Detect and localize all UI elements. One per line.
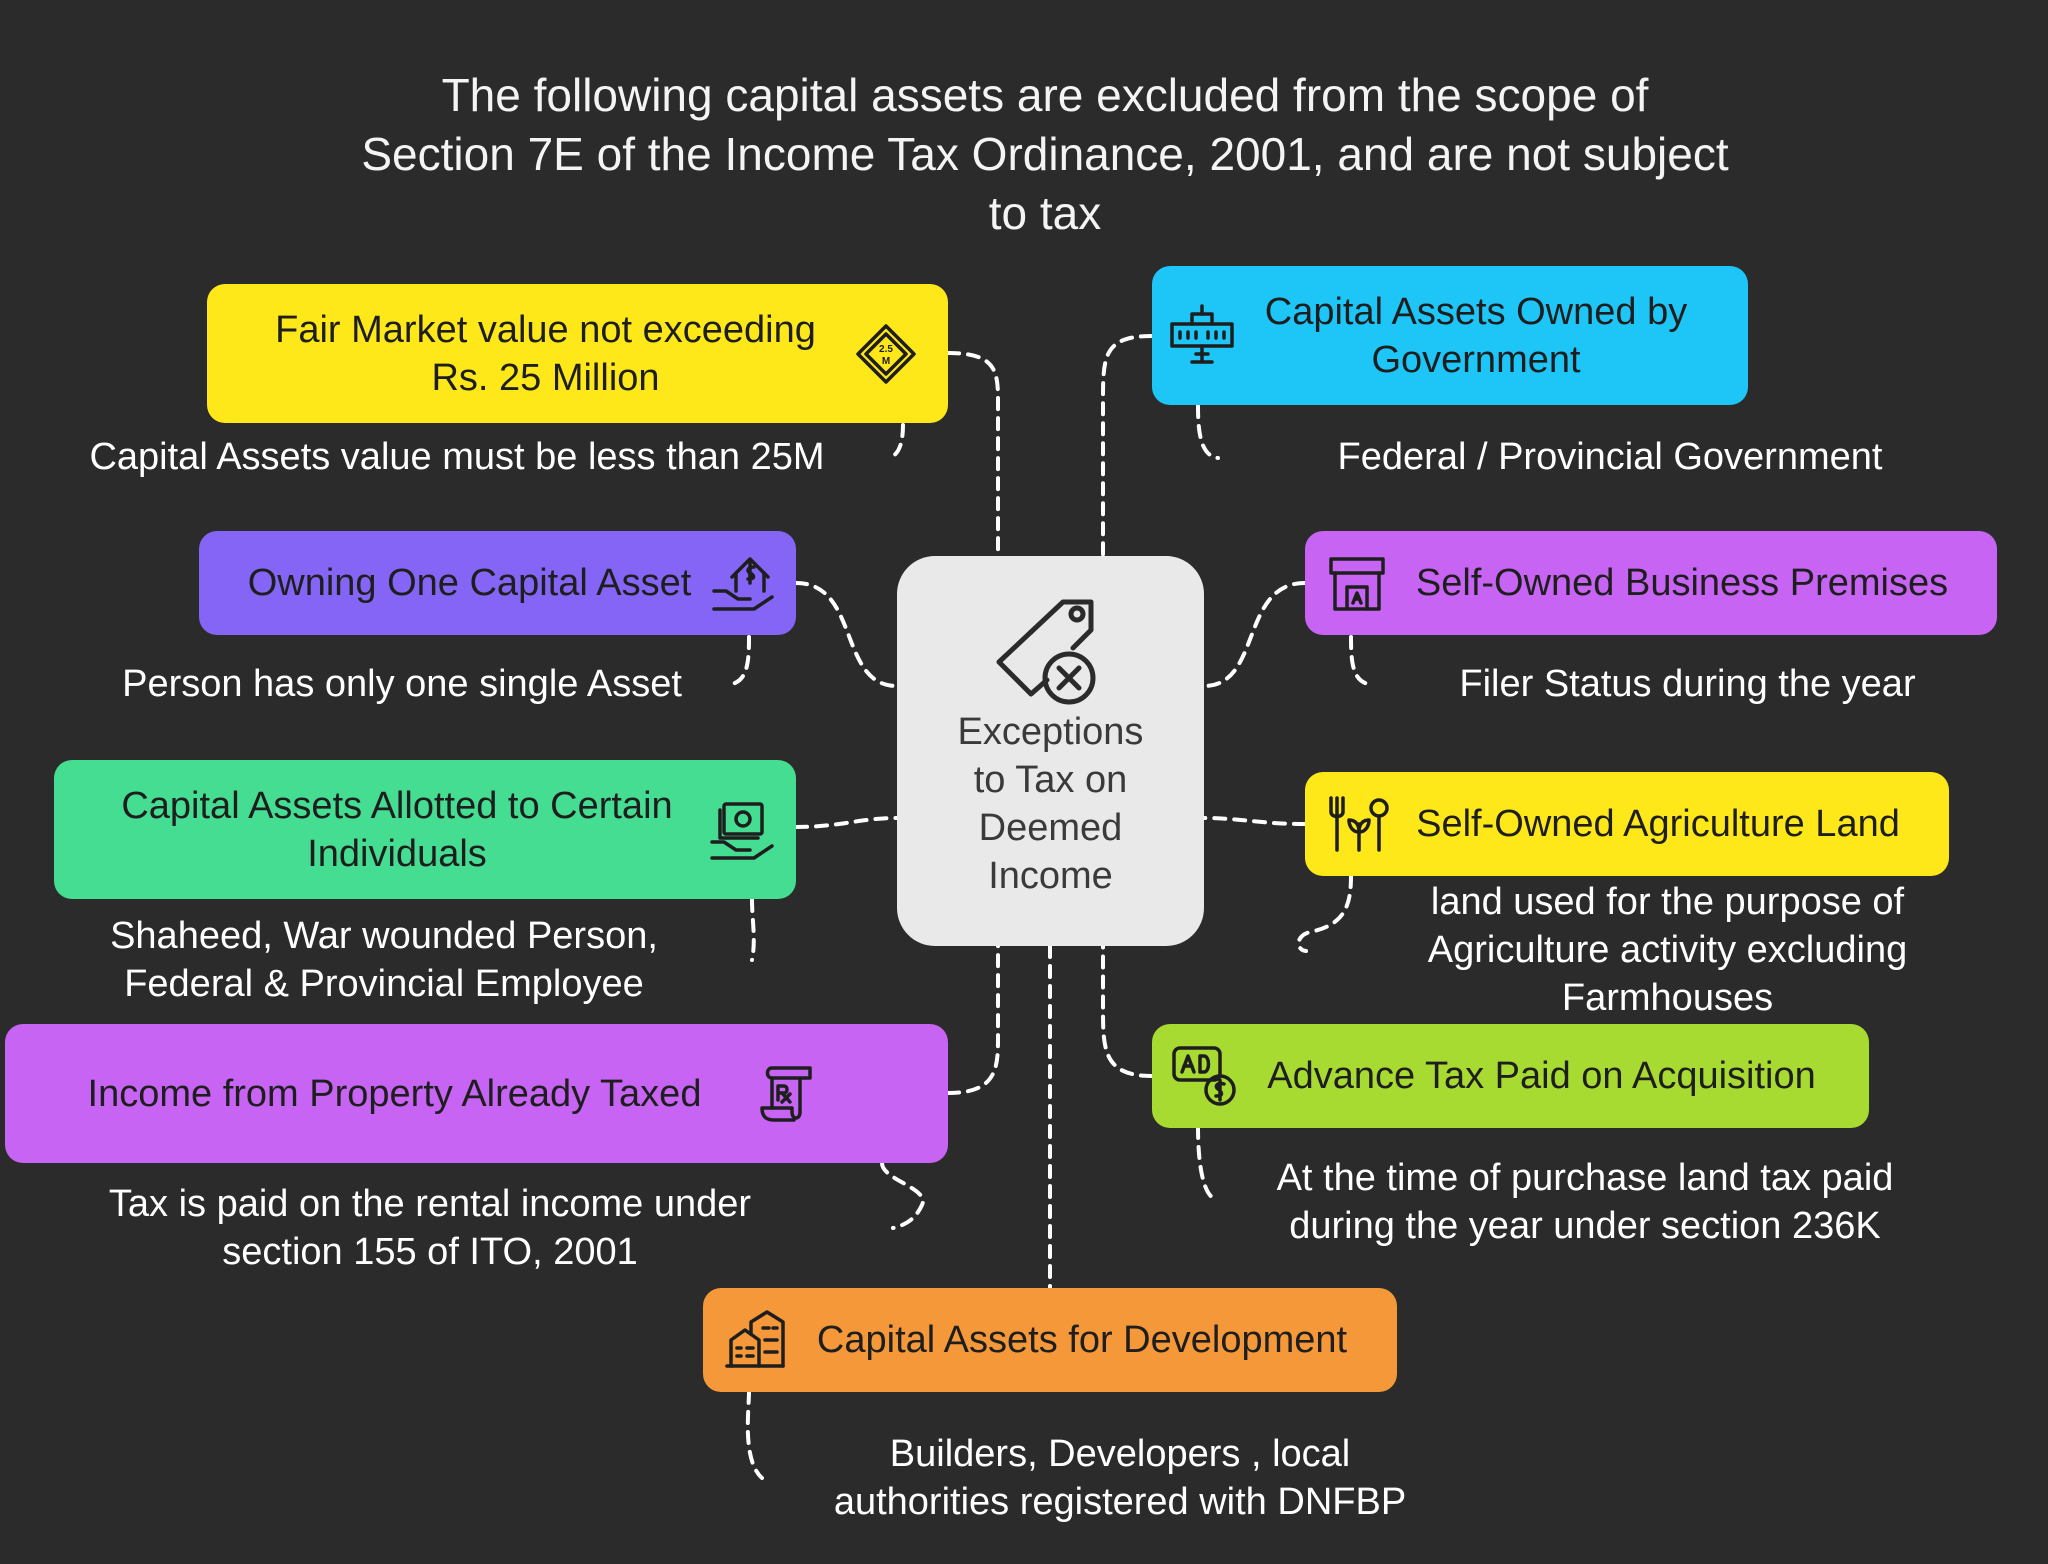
allotted-label: Capital Assets Allotted to Certain Indiv… [84,782,710,878]
title-line-2: Section 7E of the Income Tax Ordinance, … [361,128,1729,180]
business-premises-label-line-1: Self-Owned Business Premises [1415,562,1949,604]
development-note-line-1: Builders, Developers , local [889,1433,1351,1475]
one-asset-label-line-1: Owning One Capital Asset [247,562,692,604]
receipt-rx-icon [754,1062,818,1126]
allotted-note: Shaheed, War wounded Person, Federal & P… [70,912,698,1008]
property-taxed-box: Income from Property Already Taxed [5,1024,948,1163]
allotted-label-line-1: Capital Assets Allotted to Certain [121,784,673,827]
svg-text:2.5: 2.5 [879,344,893,355]
advance-tax-label-line-1: Advance Tax Paid on Acquisition [1267,1055,1816,1097]
center-line-4: Income [988,855,1113,897]
business-premises-label: Self-Owned Business Premises [1389,559,1975,607]
advance-tax-label: Advance Tax Paid on Acquisition [1236,1052,1847,1100]
one-asset-note-line-1: Person has only one single Asset [122,663,682,705]
one-asset-note: Person has only one single Asset [100,660,704,708]
center-line-2: to Tax on [973,759,1128,801]
development-label-line-1: Capital Assets for Development [816,1319,1348,1361]
fmv-note: Capital Assets value must be less than 2… [62,433,852,481]
property-taxed-label-line-1: Income from Property Already Taxed [87,1072,702,1115]
fmv-box: Fair Market value not exceeding Rs. 25 M… [207,284,948,423]
property-taxed-note-line-2: section 155 of ITO, 2001 [222,1231,638,1273]
svg-text:M: M [882,356,890,367]
agri-land-label-line-1: Self-Owned Agriculture Land [1416,803,1900,845]
business-premises-note: Filer Status during the year [1400,660,1975,708]
government-label-line-2: Government [1371,338,1581,381]
property-taxed-note: Tax is paid on the rental income under s… [80,1180,780,1276]
agri-land-note-line-3: Farmhouses [1561,977,1774,1019]
government-label-line-1: Capital Assets Owned by [1264,290,1688,333]
fmv-label: Fair Market value not exceeding Rs. 25 M… [237,306,854,402]
allotted-box: Capital Assets Allotted to Certain Indiv… [54,760,796,899]
agri-land-box: Self-Owned Agriculture Land [1305,772,1949,876]
development-note: Builders, Developers , local authorities… [780,1430,1460,1526]
fmv-label-line-2: Rs. 25 Million [431,356,660,399]
buildings-icon [723,1308,787,1372]
farm-tools-plant-icon [1325,792,1389,856]
agri-land-note-line-2: Agriculture activity excluding [1427,929,1908,971]
price-tag-cancel-icon [993,596,1109,712]
advance-tax-box: Advance Tax Paid on Acquisition [1152,1024,1869,1128]
fmv-note-line-1: Capital Assets value must be less than 2… [89,436,825,478]
development-label: Capital Assets for Development [787,1316,1377,1364]
center-node: Exceptions to Tax on Deemed Income [897,556,1204,946]
agri-land-note-line-1: land used for the purpose of [1430,881,1905,923]
government-building-icon [1170,303,1234,368]
advance-tax-note-line-2: during the year under section 236K [1289,1205,1881,1247]
center-line-1: Exceptions [957,711,1144,753]
fmv-label-line-1: Fair Market value not exceeding [275,308,816,351]
advance-tax-note-line-1: At the time of purchase land tax paid [1276,1157,1894,1199]
allotted-label-line-2: Individuals [307,832,487,875]
title-line-3: to tax [988,187,1102,239]
government-note-line-1: Federal / Provincial Government [1337,436,1883,478]
title-line-1: The following capital assets are exclude… [441,69,1649,121]
business-premises-box: Self-Owned Business Premises [1305,531,1997,635]
center-label: Exceptions to Tax on Deemed Income [897,708,1204,900]
property-taxed-note-line-1: Tax is paid on the rental income under [108,1183,752,1225]
hand-money-icon [710,798,774,862]
government-box: Capital Assets Owned by Government [1152,266,1748,405]
ad-dollar-icon [1172,1044,1236,1108]
agri-land-note: land used for the purpose of Agriculture… [1390,878,1945,1022]
agri-land-label: Self-Owned Agriculture Land [1389,800,1927,848]
shop-icon [1325,551,1389,615]
development-note-line-2: authorities registered with DNFBP [833,1481,1407,1523]
center-line-3: Deemed [978,807,1123,849]
allotted-note-line-1: Shaheed, War wounded Person, [110,915,658,957]
property-taxed-label: Income from Property Already Taxed [35,1070,754,1118]
government-note: Federal / Provincial Government [1300,433,1920,481]
one-asset-label: Owning One Capital Asset [229,559,710,607]
advance-tax-note: At the time of purchase land tax paid du… [1240,1154,1930,1250]
page-title: The following capital assets are exclude… [280,66,1810,243]
one-asset-box: Owning One Capital Asset [199,531,796,635]
development-box: Capital Assets for Development [703,1288,1397,1392]
business-premises-note-line-1: Filer Status during the year [1459,663,1916,705]
allotted-note-line-2: Federal & Provincial Employee [124,963,644,1005]
government-label: Capital Assets Owned by Government [1234,288,1718,384]
hand-house-dollar-icon [710,551,774,615]
